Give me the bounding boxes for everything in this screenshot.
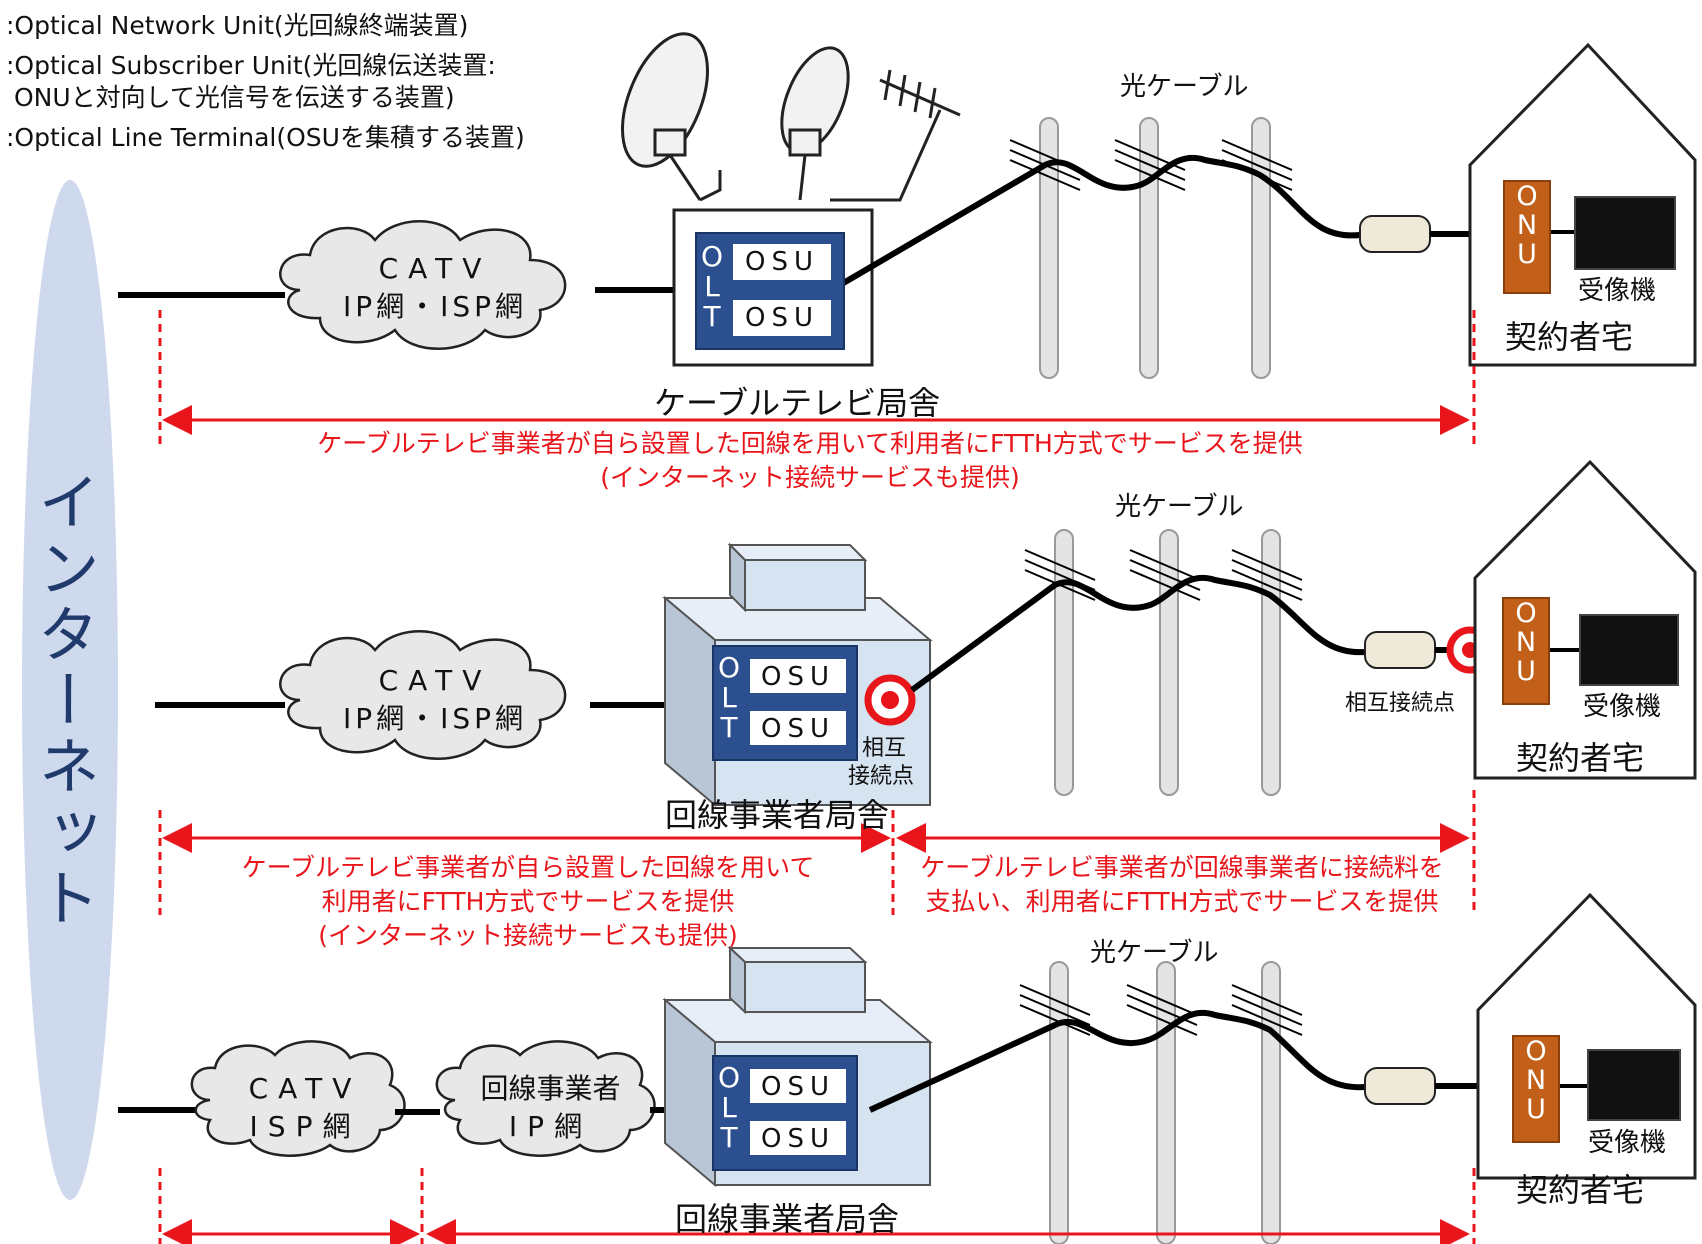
note-row2-left-line2: 利用者にFTTH方式でサービスを提供 bbox=[321, 887, 735, 916]
onu-letter: O bbox=[1525, 1036, 1547, 1067]
note-row1-line1: ケーブルテレビ事業者が自ら設置した回線を用いて利用者にFTTH方式でサービスを提… bbox=[317, 429, 1303, 458]
onu-row1: O N U bbox=[1503, 180, 1551, 294]
tv-label-row1: 受像機 bbox=[1578, 276, 1657, 306]
olt-letter: O bbox=[717, 1061, 741, 1094]
fiber-cable-row2 bbox=[910, 575, 1366, 693]
osu-unit: OSU bbox=[750, 1121, 846, 1155]
olt-row3: O L T OSU OSU bbox=[712, 1055, 858, 1171]
olt-letter: L bbox=[721, 681, 737, 714]
osu-unit: OSU bbox=[750, 711, 846, 745]
poles-row2 bbox=[1054, 529, 1281, 796]
interconnect-label-office-1: 相互 bbox=[862, 736, 907, 761]
olt-letter: L bbox=[721, 1091, 737, 1124]
olt-letter: T bbox=[720, 1121, 738, 1154]
interconnect-label-office-2: 接続点 bbox=[848, 764, 915, 789]
note-row2-left-line1: ケーブルテレビ事業者が自ら設置した回線を用いて bbox=[241, 853, 815, 882]
cloud-row3-catv bbox=[190, 1040, 406, 1157]
fiber-label-row1: 光ケーブル bbox=[1120, 72, 1249, 102]
osu-unit: OSU bbox=[733, 300, 831, 336]
cloud-row1 bbox=[279, 220, 567, 350]
home-label-row3: 契約者宅 bbox=[1516, 1171, 1645, 1209]
olt-letter: O bbox=[717, 651, 741, 684]
olt-letter: L bbox=[704, 270, 720, 303]
fiber-cable-row1 bbox=[838, 155, 1361, 288]
olt-letter: T bbox=[720, 711, 738, 744]
note-row1-line2: (インターネット接続サービスも提供) bbox=[600, 463, 1020, 492]
osu-unit: OSU bbox=[750, 1069, 846, 1103]
tv-row2 bbox=[1579, 614, 1679, 686]
note-row2-left-line3: (インターネット接続サービスも提供) bbox=[318, 921, 738, 950]
onu-letter: U bbox=[1517, 239, 1537, 270]
onu-row3: O N U bbox=[1512, 1035, 1560, 1143]
onu-row2: O N U bbox=[1502, 597, 1550, 705]
cloud-row1-line1: CATV bbox=[378, 252, 492, 285]
home-label-row2: 契約者宅 bbox=[1516, 739, 1645, 777]
cloud-row3-catv-line2: ISP網 bbox=[249, 1110, 361, 1143]
onu-letter: O bbox=[1516, 181, 1538, 212]
fiber-label-row2: 光ケーブル bbox=[1115, 492, 1244, 522]
olt-letter: O bbox=[700, 240, 724, 273]
home-label-row1: 契約者宅 bbox=[1505, 318, 1634, 356]
onu-letter: U bbox=[1526, 1094, 1546, 1125]
onu-letter: N bbox=[1515, 627, 1537, 658]
office-label-row2: 回線事業者局舎 bbox=[665, 796, 890, 834]
onu-letter: O bbox=[1515, 598, 1537, 629]
tv-row1 bbox=[1574, 196, 1676, 270]
internet-label: インターネット bbox=[27, 470, 100, 932]
osu-unit: OSU bbox=[733, 244, 831, 280]
satellite-dishes bbox=[621, 32, 961, 202]
poles-row3 bbox=[1049, 961, 1281, 1244]
legend-osu-line2: ONUと対向して光信号を伝送する装置) bbox=[6, 83, 455, 112]
office-label-row1: ケーブルテレビ局舎 bbox=[654, 384, 941, 422]
cloud-row2-line1: CATV bbox=[378, 664, 492, 697]
cloud-row2-line2: IP網・ISP網 bbox=[342, 702, 528, 735]
olt-row2: O L T OSU OSU bbox=[712, 645, 858, 761]
cloud-row3-carrier bbox=[435, 1040, 656, 1157]
fiber-label-row3: 光ケーブル bbox=[1090, 938, 1219, 968]
onu-letter: N bbox=[1525, 1065, 1547, 1096]
cloud-row2 bbox=[279, 630, 567, 760]
note-row2-right-line2: 支払い、利用者にFTTH方式でサービスを提供 bbox=[925, 887, 1439, 916]
onu-letter: N bbox=[1516, 210, 1538, 241]
fiber-cable-row3 bbox=[868, 1010, 1366, 1113]
cloud-row3-catv-line1: CATV bbox=[248, 1072, 362, 1105]
onu-letter: U bbox=[1516, 656, 1536, 687]
cloud-row3-carrier-line2: IP網 bbox=[508, 1110, 593, 1143]
note-row2-right-line1: ケーブルテレビ事業者が回線事業者に接続料を bbox=[920, 853, 1444, 882]
osu-unit: OSU bbox=[750, 659, 846, 693]
cloud-row3-carrier-line1: 回線事業者 bbox=[480, 1072, 621, 1105]
interconnect-label-home: 相互接続点 bbox=[1345, 691, 1456, 716]
office-label-row3: 回線事業者局舎 bbox=[675, 1200, 900, 1238]
tv-label-row3: 受像機 bbox=[1588, 1128, 1667, 1158]
internet-ellipse bbox=[22, 180, 118, 1200]
legend-osu-line1: :Optical Subscriber Unit(光回線伝送装置: bbox=[6, 51, 496, 80]
olt-letter: T bbox=[703, 300, 721, 333]
olt-row1: O L T OSU OSU bbox=[695, 232, 845, 350]
tv-row3 bbox=[1587, 1049, 1681, 1121]
tv-label-row2: 受像機 bbox=[1583, 692, 1662, 722]
legend-olt: :Optical Line Terminal(OSUを集積する装置) bbox=[6, 123, 525, 152]
cloud-row1-line2: IP網・ISP網 bbox=[342, 290, 528, 323]
legend-onu: :Optical Network Unit(光回線終端装置) bbox=[6, 11, 469, 40]
